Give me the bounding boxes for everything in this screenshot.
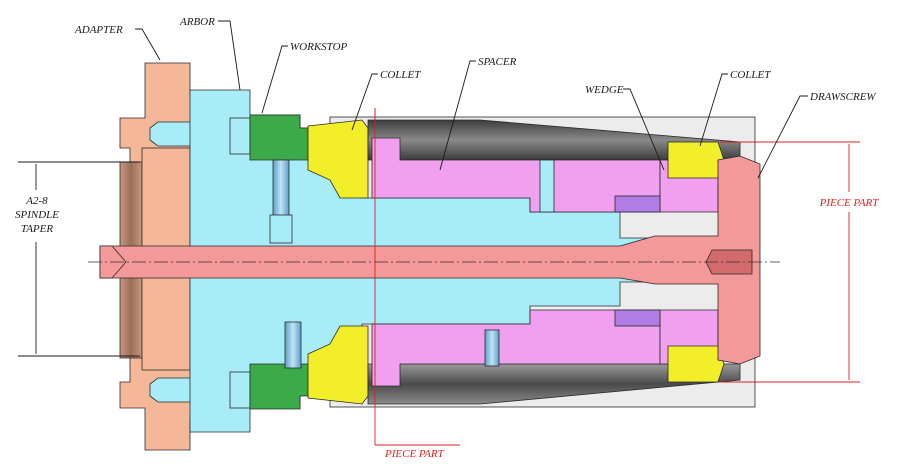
label-spacer: SPACER — [478, 56, 517, 68]
leader-arbor — [218, 20, 241, 91]
label-drawscrew: DRAWSCREW — [809, 91, 876, 103]
label-collet-right: COLLET — [730, 69, 771, 81]
collet-left-top — [307, 119, 369, 199]
label-spindle-taper-1: A2-8 — [25, 195, 48, 207]
piece-part-top — [367, 119, 741, 161]
collet-right-bottom — [667, 345, 725, 383]
wedge-inner-top — [614, 195, 661, 213]
label-spindle-taper-2: SPINDLE — [15, 209, 59, 221]
collet-left-bottom — [307, 325, 369, 405]
arbor-pin-bottom — [284, 321, 302, 369]
label-arbor: ARBOR — [179, 16, 215, 28]
label-wedge: WEDGE — [585, 84, 624, 96]
spacer-key-top — [539, 159, 555, 213]
spacer-key-bottom — [484, 329, 500, 367]
label-collet-left: COLLET — [380, 69, 421, 81]
arbor-screw-head-top — [229, 117, 251, 155]
wedge-inner-bottom — [614, 309, 661, 327]
label-spindle-taper-3: TAPER — [21, 223, 53, 235]
leader-collet-right — [699, 73, 728, 147]
leader-collet-left — [351, 73, 378, 131]
label-workstop: WORKSTOP — [290, 41, 348, 53]
leader-spacer — [439, 60, 476, 171]
leader-workstop — [261, 45, 288, 114]
label-piece-part-bottom: PIECE PART — [384, 448, 445, 460]
leader-adapter — [135, 28, 161, 61]
workstop-bottom — [249, 363, 309, 410]
label-adapter: ADAPTER — [74, 24, 123, 36]
leader-drawscrew — [757, 95, 808, 179]
label-piece-part-right: PIECE PART — [819, 197, 880, 209]
drawscrew-body — [99, 155, 761, 365]
workstop-top — [249, 114, 309, 161]
arbor-pin-top-foot — [269, 214, 293, 244]
leader-wedge — [623, 88, 665, 171]
arbor-screw-head-bottom — [229, 371, 251, 409]
collet-right-top — [667, 141, 725, 179]
arbor-pin-top — [272, 159, 290, 219]
